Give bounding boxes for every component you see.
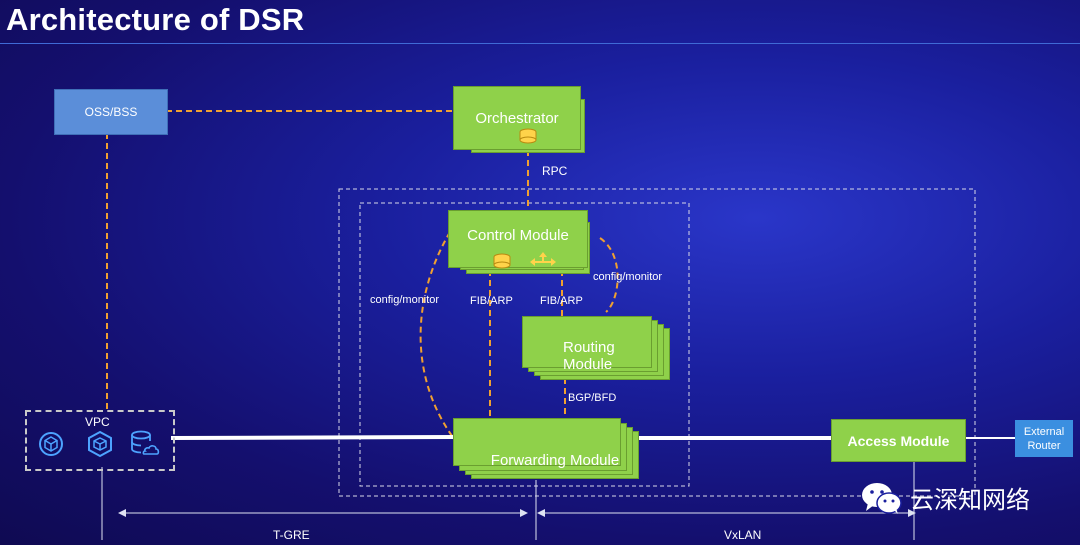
oss-bss-node: OSS/BSS [54, 89, 168, 135]
watermark-text: 云深知网络 [910, 486, 1030, 514]
wechat-icon [862, 482, 902, 514]
t-gre-label: T-GRE [273, 528, 310, 542]
outer-boundary [338, 188, 976, 497]
move-arrows-icon [530, 252, 556, 266]
control-module-label: Control Module [467, 226, 569, 244]
fib-arp-left-label: FIB/ARP [470, 295, 513, 307]
vpc-label: VPC [85, 415, 110, 429]
routing-module-label: Routing Module [563, 339, 615, 373]
orchestrator-label: Orchestrator [475, 109, 559, 127]
access-module-node: Access Module [831, 419, 966, 462]
vxlan-label: VxLAN [724, 528, 762, 542]
routing-module-node: Routing Module [522, 316, 652, 373]
watermark: 云深知网络 [860, 480, 1030, 515]
vpc-node [25, 410, 175, 471]
external-router-node: External Router [1015, 420, 1073, 457]
config-monitor-left-arc [419, 231, 456, 441]
database-icon [519, 128, 537, 144]
database-icon [493, 253, 511, 269]
vpc-forwarding-link [170, 435, 456, 440]
inner-boundary [359, 202, 690, 487]
config-monitor-right-label: config/monitor [593, 271, 663, 283]
cloud-database-icon [131, 430, 160, 455]
orchestrator-node: Orchestrator [453, 86, 581, 150]
cube-icon [39, 432, 63, 456]
control-module-node: Control Module [448, 210, 588, 268]
hexagon-cube-icon [88, 430, 112, 458]
external-router-label-line2: Router [1027, 439, 1061, 452]
forwarding-module-node: Forwarding Module [453, 418, 621, 469]
fib-arp-right-label: FIB/ARP [540, 295, 583, 307]
config-monitor-left-label: config/monitor [370, 294, 440, 306]
config-monitor-right-arc [599, 237, 619, 313]
bgp-bfd-label: BGP/BFD [568, 392, 617, 404]
rpc-label: RPC [542, 164, 568, 178]
title-divider [0, 43, 1080, 44]
external-router-label-line1: External [1023, 425, 1065, 438]
page-title: Architecture of DSR [6, 2, 305, 37]
forwarding-module-label: Forwarding Module [490, 451, 620, 469]
